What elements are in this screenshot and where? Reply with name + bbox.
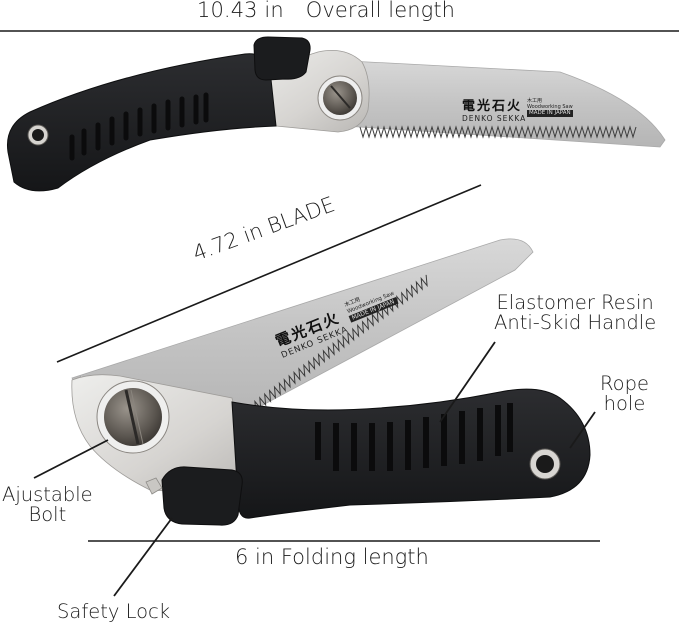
top-saw-grip-ribs (69, 92, 209, 161)
handle-callout-line1: Elastomer Resin (496, 291, 654, 314)
top-saw-blade-type: 木工用 Woodworking Saw MADE IN JAPAN (527, 98, 573, 117)
bottom-saw (71, 238, 591, 526)
handle-callout: Elastomer Resin Anti-Skid Handle (494, 291, 657, 335)
bottom-saw-teeth (249, 274, 428, 414)
overall-length-value: 10.43 in (197, 0, 284, 22)
bolt-callout-line1: Ajustable (2, 483, 93, 506)
brand-name: DENKO SEKKA (462, 114, 527, 123)
lock-leader-line (113, 517, 173, 597)
origin-badge: MADE IN JAPAN (527, 110, 573, 117)
brand-kanji: 電光石火 (462, 99, 523, 114)
bolt-callout-line2: Bolt (28, 503, 67, 527)
top-saw (6, 36, 666, 192)
overall-length-label: 10.43 in Overall length (197, 0, 455, 21)
top-saw-blade (329, 59, 666, 148)
top-saw-teeth (359, 125, 637, 139)
rope-hole-callout: Rope hole (600, 372, 649, 416)
rope-callout-line2: hole (603, 392, 646, 416)
safety-lock-callout: Safety Lock (57, 600, 171, 623)
bolt-callout: Ajustable Bolt (2, 483, 93, 527)
handle-callout-line2: Anti-Skid Handle (494, 311, 657, 335)
top-saw-safety-lock (253, 36, 311, 81)
rope-leader-line (569, 411, 596, 449)
folding-length-label: 6 in Folding length (235, 545, 429, 569)
blade-kanji: 木工用 (527, 98, 543, 104)
bolt-leader-line (33, 439, 109, 479)
rope-callout-line1: Rope (600, 372, 649, 395)
blade-length-line (56, 184, 482, 363)
bottom-saw-safety-lock (161, 466, 243, 526)
overall-length-text: Overall length (305, 0, 456, 22)
bottom-saw-grip-ribs (315, 403, 513, 471)
top-saw-markings: 電光石火 DENKO SEKKA (462, 95, 526, 123)
top-saw-bolt (323, 81, 357, 115)
blade-type: Woodworking Saw (527, 104, 573, 110)
handle-leader-line (439, 341, 496, 423)
